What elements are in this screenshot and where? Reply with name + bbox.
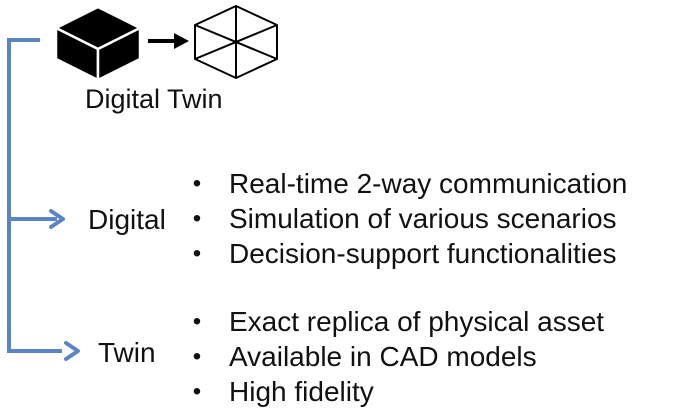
connector-bracket xyxy=(7,38,62,353)
digital-arrowhead-icon xyxy=(49,209,65,229)
bullet-icon: • xyxy=(192,308,202,335)
list-item-text: Exact replica of physical asset xyxy=(229,306,605,337)
list-item-text: High fidelity xyxy=(229,376,374,407)
section-label-digital: Digital xyxy=(88,204,166,235)
twin-arrowhead-icon xyxy=(64,341,80,361)
solid-cube-icon xyxy=(54,5,142,82)
bullet-icon: • xyxy=(192,170,202,197)
diagram-title: Digital Twin xyxy=(85,84,223,114)
section-label-twin: Twin xyxy=(98,337,156,368)
list-item-text: Decision-support functionalities xyxy=(229,238,617,269)
arrow-right-icon xyxy=(148,33,189,49)
list-item-text: Simulation of various scenarios xyxy=(229,203,617,234)
list-item-text: Available in CAD models xyxy=(229,341,537,372)
list-item-text: Real-time 2-way communication xyxy=(229,168,628,199)
connector-arrowheads xyxy=(49,209,80,361)
wireframe-cube-icon xyxy=(194,5,278,79)
bullet-icon: • xyxy=(192,378,202,405)
bullet-icon: • xyxy=(192,343,202,370)
bullet-icon: • xyxy=(192,205,202,232)
bullet-icon: • xyxy=(192,240,202,267)
